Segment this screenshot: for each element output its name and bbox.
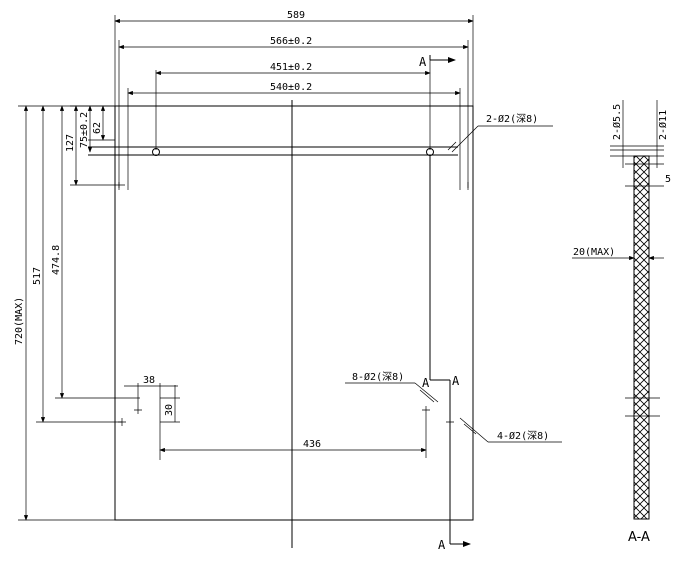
dim-436: 436 bbox=[303, 439, 321, 450]
section-a-bottom-label: A bbox=[438, 538, 446, 552]
section-a-mid-left: A bbox=[422, 376, 430, 390]
dim-75: 75±0.2 bbox=[79, 112, 90, 148]
section-marker-top: A bbox=[419, 55, 456, 69]
callout-top-right: 2-Ø2(深8) bbox=[447, 113, 553, 153]
callout-8-holes: 8-Ø2(深8) A A bbox=[345, 371, 460, 403]
bottom-holes: 38 30 436 bbox=[118, 375, 454, 460]
section-view: 2-Ø5.5 2-Ø11 5 20(MAX) A-A bbox=[572, 100, 671, 545]
section-marker-bottom: A bbox=[438, 538, 471, 552]
main-panel bbox=[70, 15, 474, 548]
section-holes-5-5: 2-Ø5.5 bbox=[611, 104, 623, 140]
dim-127: 127 bbox=[65, 134, 76, 152]
dim-30: 30 bbox=[164, 404, 175, 416]
dim-62: 62 bbox=[92, 122, 103, 134]
section-holes-11: 2-Ø11 bbox=[657, 110, 669, 140]
dim-474-8: 474.8 bbox=[51, 245, 62, 275]
section-a-mid-right: A bbox=[452, 374, 460, 388]
left-dimensions: 720(MAX) 517 474.8 127 75±0.2 62 bbox=[14, 105, 140, 521]
dim-517: 517 bbox=[32, 267, 43, 285]
dim-589: 589 bbox=[287, 10, 305, 21]
section-thickness: 20(MAX) bbox=[573, 247, 615, 258]
dim-566: 566±0.2 bbox=[270, 36, 312, 47]
callout-4-holes: 4-Ø2(深8) bbox=[459, 417, 562, 443]
section-title: A-A bbox=[628, 530, 650, 545]
callout-top-holes: 2-Ø2(深8) bbox=[486, 113, 538, 125]
section-a-top-label: A bbox=[419, 55, 427, 69]
dim-451: 451±0.2 bbox=[270, 62, 312, 73]
section-dim-5: 5 bbox=[665, 174, 671, 185]
callout-8-holes-text: 8-Ø2(深8) bbox=[352, 371, 404, 383]
dim-540: 540±0.2 bbox=[270, 82, 312, 93]
top-dimensions: 589 566±0.2 451±0.2 540±0.2 bbox=[114, 10, 474, 96]
dim-720: 720(MAX) bbox=[14, 297, 25, 345]
dim-38: 38 bbox=[143, 375, 155, 386]
callout-4-holes-text: 4-Ø2(深8) bbox=[497, 430, 549, 442]
